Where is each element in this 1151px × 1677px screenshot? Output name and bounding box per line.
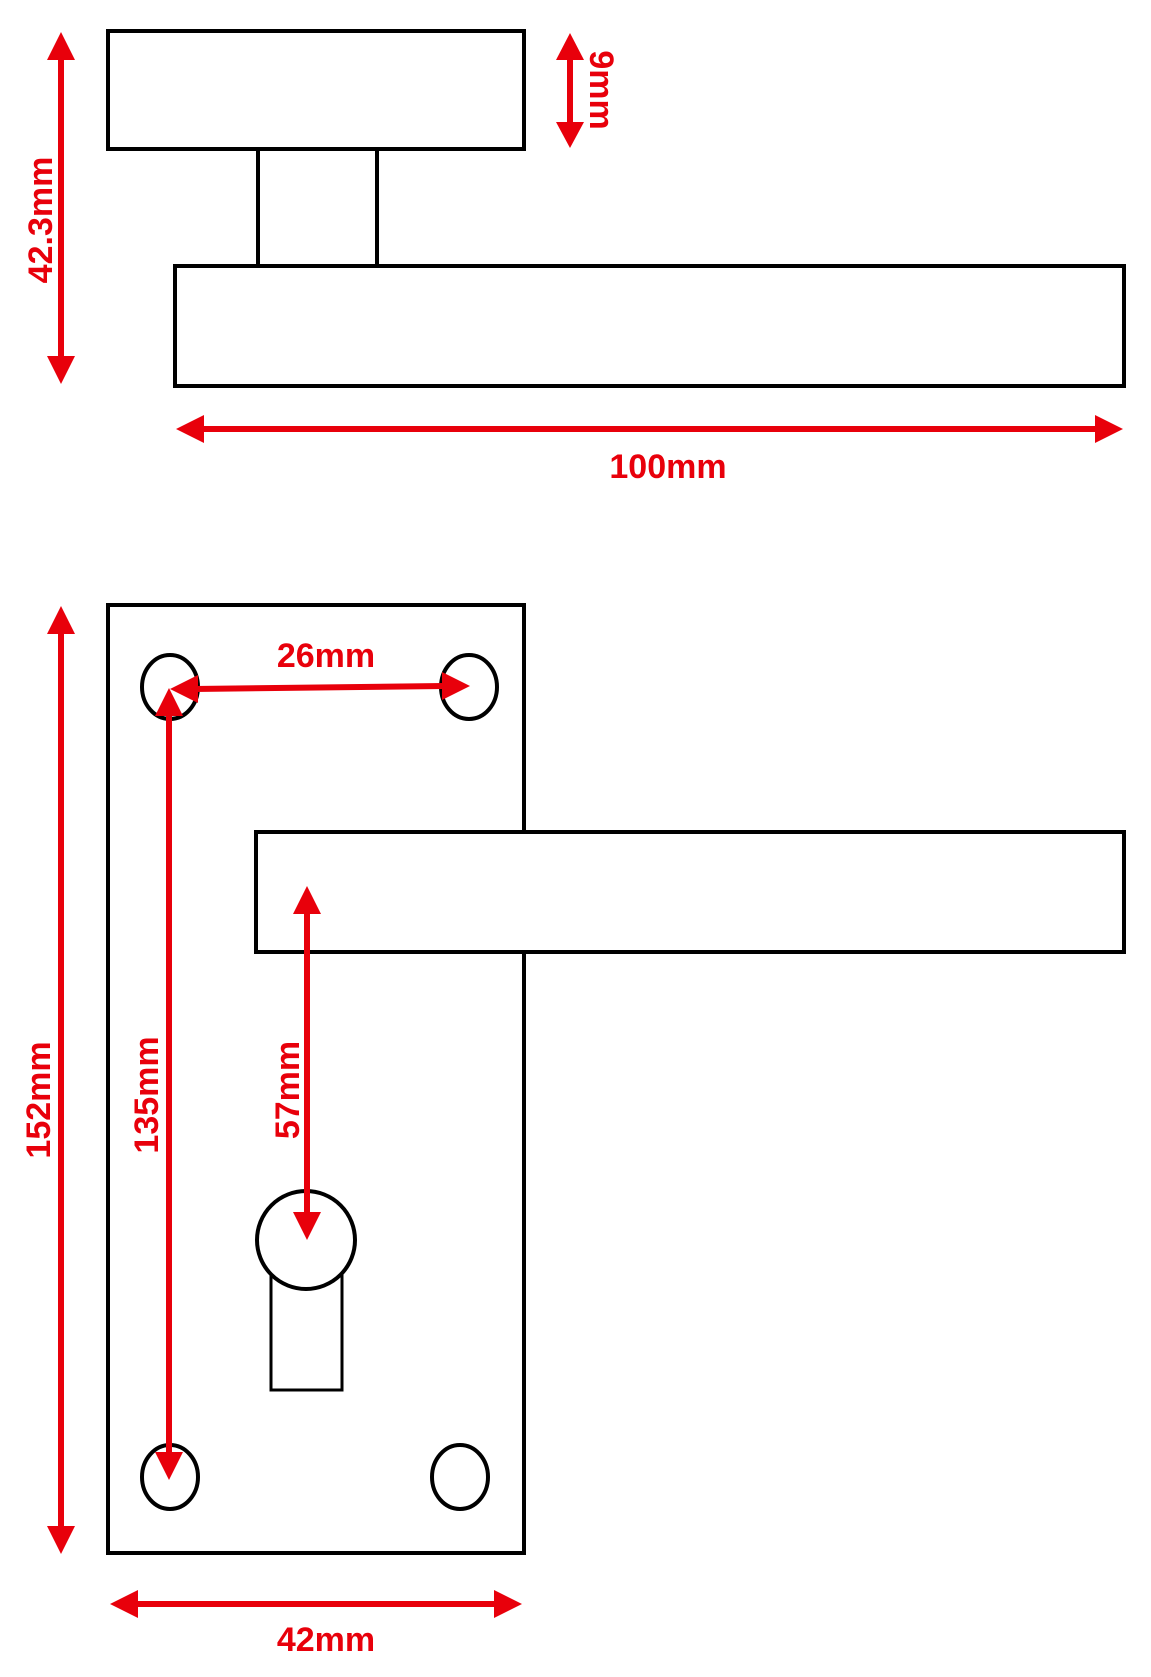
- arrow-left-icon: [110, 1590, 138, 1618]
- dim-label: 57mm: [269, 1041, 307, 1139]
- arrow-down-icon: [47, 356, 75, 384]
- arrow-up-icon: [556, 33, 584, 60]
- dimension-rose-thickness: 9mm: [556, 33, 620, 148]
- dim-label: 135mm: [128, 1036, 166, 1153]
- fixing-hole-bottom-right: [430, 1443, 490, 1511]
- dim-label: 26mm: [277, 637, 375, 675]
- dimension-lever-to-keyhole: 57mm: [269, 886, 321, 1240]
- dim-label: 42.3mm: [22, 157, 60, 284]
- side-rose-block: [106, 29, 526, 151]
- dim-label: 42mm: [277, 1621, 375, 1659]
- front-lever-bar: [254, 830, 1126, 954]
- side-neck: [256, 147, 379, 268]
- arrow-up-icon: [155, 688, 183, 716]
- dim-line: [193, 683, 445, 692]
- dimension-fixing-centres-vertical: 135mm: [128, 688, 183, 1480]
- arrow-left-icon: [176, 415, 204, 443]
- arrow-down-icon: [293, 1212, 321, 1240]
- front-view: [106, 603, 1126, 1555]
- arrow-up-icon: [47, 606, 75, 634]
- dimension-side-total-height: 42.3mm: [22, 32, 75, 384]
- dim-label: 152mm: [20, 1041, 58, 1158]
- dim-label: 100mm: [609, 448, 726, 486]
- dim-label: 9mm: [582, 50, 620, 129]
- arrow-left-icon: [170, 675, 198, 703]
- backplate: [106, 603, 526, 1555]
- arrow-up-icon: [47, 32, 75, 60]
- side-view: [106, 29, 1126, 388]
- dimension-plate-height: 152mm: [20, 606, 75, 1554]
- arrow-up-icon: [293, 886, 321, 914]
- arrow-down-icon: [556, 122, 584, 148]
- dimension-fixing-centres-horizontal: 26mm: [170, 637, 470, 703]
- arrow-right-icon: [1095, 415, 1123, 443]
- arrow-right-icon: [442, 672, 470, 700]
- dimension-lever-length: 100mm: [176, 415, 1123, 486]
- side-lever-bar: [173, 264, 1126, 388]
- arrow-right-icon: [494, 1590, 522, 1618]
- dimension-plate-width: 42mm: [110, 1590, 522, 1659]
- arrow-down-icon: [47, 1526, 75, 1554]
- arrow-down-icon: [155, 1452, 183, 1480]
